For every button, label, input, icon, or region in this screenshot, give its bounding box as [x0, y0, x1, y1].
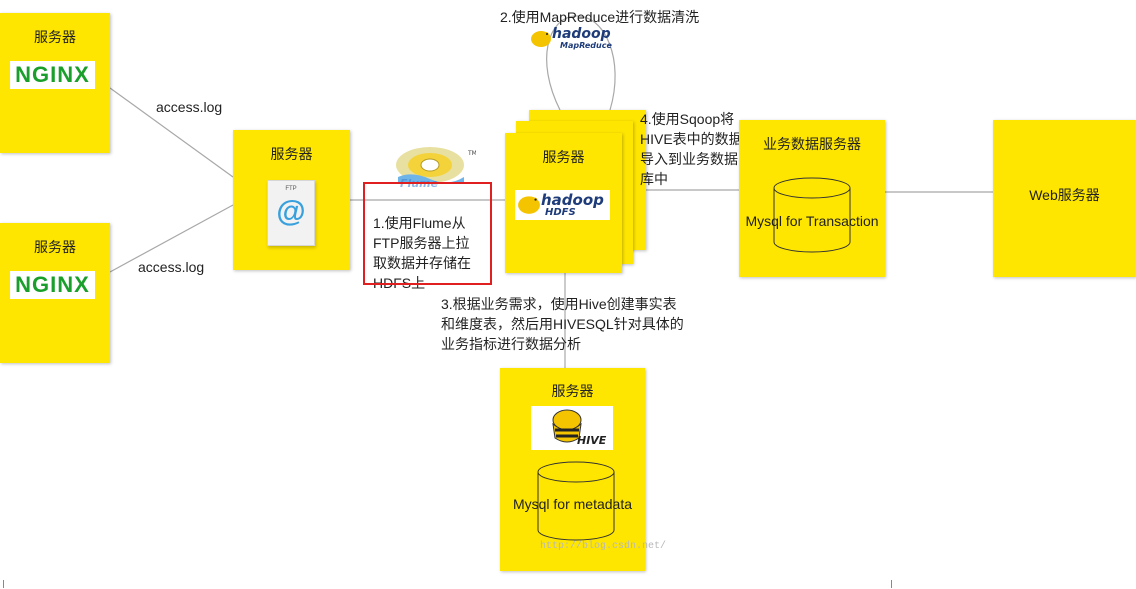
edge-label-access-log-bottom: access.log: [138, 259, 205, 275]
step-4-label: 4.使用Sqoop将HIVE表中的数据导入到业务数据库中: [640, 111, 743, 187]
at-sign-icon: @: [276, 195, 306, 228]
tick-mark: [3, 580, 4, 588]
server-ftp: 服务器 FTP @: [233, 130, 350, 270]
server-title: 服务器: [34, 239, 76, 255]
server-hdfs: 服务器 hadoop HDFS: [505, 133, 622, 273]
hive-logo: HIVE: [531, 406, 613, 450]
database-cylinder-icon: [537, 461, 615, 541]
hive-logo-text: HIVE: [577, 434, 607, 447]
database-cylinder-icon: [773, 177, 851, 253]
edge-label-access-log-top: access.log: [156, 99, 223, 115]
server-title: Web服务器: [1029, 187, 1100, 203]
server-hive: 服务器 HIVE Mysql for metadata: [500, 368, 645, 571]
hdfs-logo-word: hadoop: [541, 191, 604, 209]
step-2-label: 2.使用MapReduce进行数据清洗: [500, 9, 700, 25]
server-web: Web服务器: [993, 120, 1136, 277]
database-label: Mysql for metadata: [512, 496, 633, 512]
database-label: Mysql for Transaction: [745, 213, 879, 229]
ftp-icon-label: FTP: [285, 186, 297, 192]
server-title: 服务器: [270, 146, 313, 162]
edge-nginx-top-to-ftp: [109, 87, 234, 178]
step-3-label: 3.根据业务需求，使用Hive创建事实表和维度表，然后用HIVESQL针对具体的…: [441, 296, 684, 352]
server-title: 业务数据服务器: [763, 136, 861, 152]
flume-logo: TM Flume: [392, 143, 477, 190]
hdfs-logo-sub: HDFS: [545, 207, 576, 218]
highlight-box: [363, 182, 492, 285]
server-title: 服务器: [34, 29, 76, 45]
nginx-logo: NGINX: [10, 61, 95, 89]
tick-mark: [891, 580, 892, 588]
ftp-icon: FTP @: [267, 180, 315, 246]
server-nginx-top: 服务器 NGINX: [0, 13, 110, 153]
server-mysql-transaction: 业务数据服务器 Mysql for Transaction: [739, 120, 885, 277]
svg-text:TM: TM: [467, 150, 476, 157]
mapreduce-logo-word: hadoop: [552, 26, 611, 42]
server-title: 服务器: [542, 149, 585, 165]
edge-mapreduce-loop: [546, 15, 616, 111]
watermark: http://blog.csdn.net/: [540, 541, 667, 552]
edge-nginx-bottom-to-ftp: [109, 204, 234, 273]
hdfs-logo: hadoop HDFS: [515, 190, 610, 220]
server-title: 服务器: [551, 383, 594, 399]
nginx-logo: NGINX: [10, 271, 95, 299]
mapreduce-logo: hadoop MapReduce: [530, 26, 624, 52]
mapreduce-logo-sub: MapReduce: [560, 41, 612, 50]
server-nginx-bottom: 服务器 NGINX: [0, 223, 110, 363]
